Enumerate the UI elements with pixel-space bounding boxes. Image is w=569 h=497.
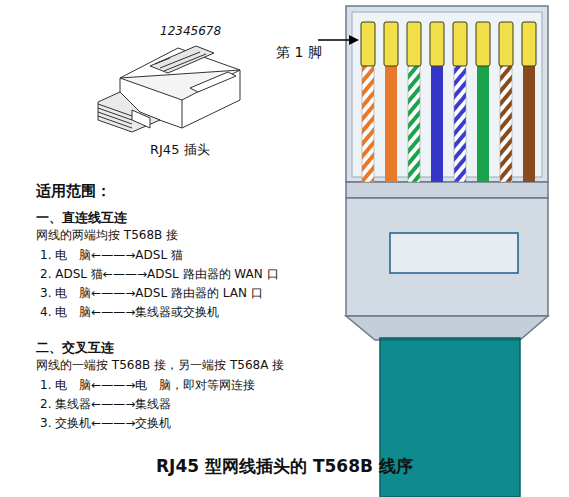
small-plug [98, 46, 240, 132]
list-item: 1. 电 脑←——→ADSL 猫 [40, 248, 183, 262]
list-item: 4. 电 脑←——→集线器或交换机 [40, 305, 219, 319]
pin-label: 第 1 脚 [276, 44, 322, 61]
caption: RJ45 型网线插头的 T568B 线序 [156, 456, 413, 476]
list-item: 2. 集线器←——→集线器 [40, 397, 171, 411]
pin-numbers: 12345678 [160, 24, 221, 38]
gold-contacts [361, 22, 536, 66]
list-item: 1. 电 脑←——→电 脑，即对等网连接 [40, 378, 255, 392]
list-item: 3. 交换机←——→交换机 [40, 416, 171, 430]
large-plug [346, 6, 548, 497]
part-name: RJ45 插头 [150, 142, 210, 158]
pin1-pointer [318, 35, 359, 45]
list-item: 3. 电 脑←——→ADSL 路由器的 LAN 口 [40, 286, 263, 300]
section-heading: 二、交叉互连 [36, 340, 114, 355]
section-heading: 一、直连线互连 [36, 210, 127, 225]
list-item: 2. ADSL 猫←——→ADSL 路由器的 WAN 口 [40, 267, 279, 281]
note-text: 网线的一端按 T568B 接，另一端按 T568A 接 [36, 358, 284, 372]
note-text: 网线的两端均按 T568B 接 [36, 228, 178, 242]
section-heading: 适用范围： [36, 182, 111, 200]
wires [362, 62, 535, 182]
